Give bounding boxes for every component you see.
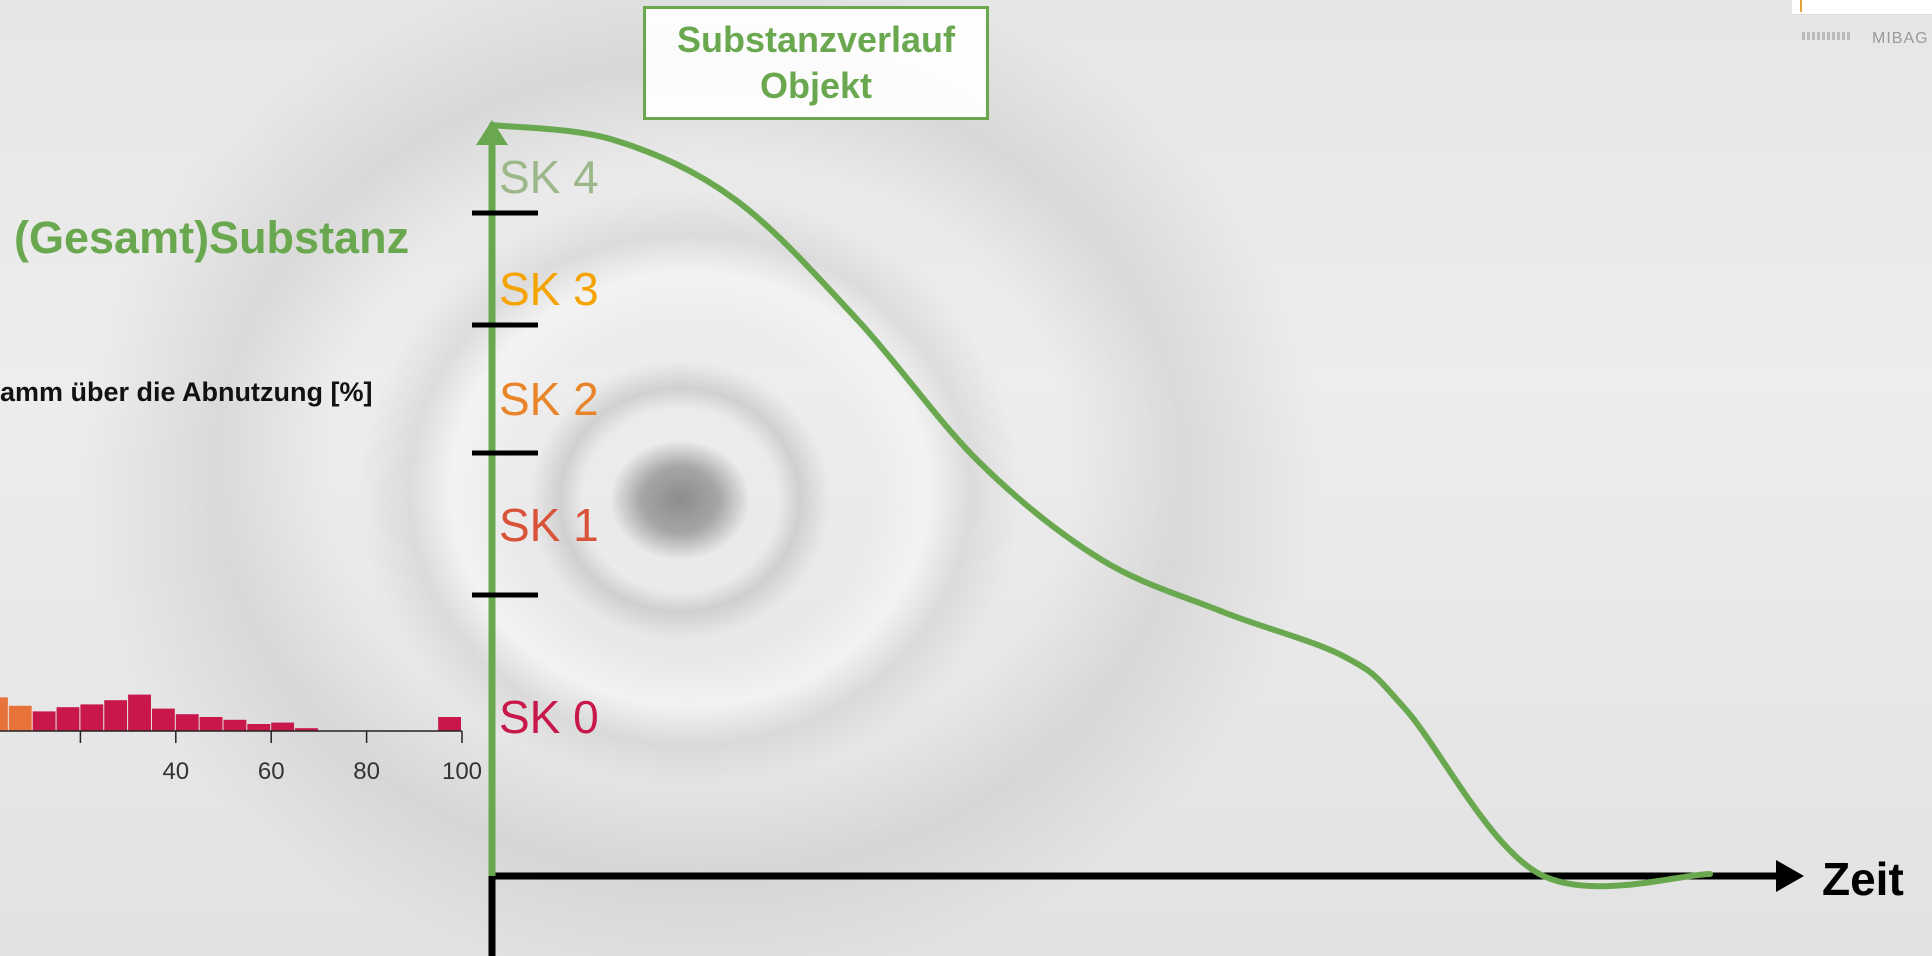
histogram-bar bbox=[0, 697, 8, 731]
histogram-tick-label: 80 bbox=[353, 758, 380, 785]
histogram-bar bbox=[199, 717, 223, 731]
chart-title-line-2: Objekt bbox=[759, 65, 873, 106]
histogram-bar bbox=[104, 700, 128, 731]
histogram-bar bbox=[151, 708, 175, 731]
histogram-tick-label: 40 bbox=[162, 758, 189, 785]
chart-title-box: Substanzverlauf Objekt bbox=[643, 6, 989, 120]
logo-small-text bbox=[1802, 32, 1852, 40]
histogram-bar bbox=[271, 722, 295, 731]
x-axis-label: Zeit bbox=[1822, 853, 1904, 905]
substance-curve-line bbox=[489, 122, 1713, 890]
histogram-bar bbox=[8, 705, 32, 731]
logo-bar bbox=[1792, 0, 1932, 15]
sk-label-0: SK 0 bbox=[499, 691, 599, 743]
histogram-bar bbox=[438, 717, 461, 731]
histogram-tick-label: 0 bbox=[0, 758, 1, 785]
histogram-bar bbox=[247, 724, 271, 731]
histogram-bar bbox=[295, 728, 318, 731]
sk-label-3: SK 3 bbox=[499, 263, 599, 315]
logo-mark bbox=[1800, 0, 1802, 12]
histogram-bar bbox=[175, 714, 199, 731]
histogram-tick-label: 60 bbox=[258, 758, 285, 785]
histogram: 0 40 60 80 100 bbox=[0, 694, 482, 785]
histogram-bar bbox=[80, 704, 104, 731]
substance-curve bbox=[489, 122, 1713, 890]
y-axis-label: (Gesamt)Substanz bbox=[14, 212, 410, 263]
y-axis-arrowhead bbox=[476, 120, 508, 145]
histogram-bar bbox=[56, 707, 80, 731]
partner-logo: MIBAG bbox=[1782, 0, 1932, 60]
logo-text: MIBAG bbox=[1872, 30, 1929, 47]
histogram-bar bbox=[128, 694, 151, 731]
histogram-bar bbox=[32, 711, 56, 731]
chart-title-line-1: Substanzverlauf bbox=[676, 19, 956, 60]
x-axis-arrowhead bbox=[1776, 860, 1804, 892]
histogram-title: amm über die Abnutzung [%] bbox=[0, 377, 373, 407]
axes bbox=[472, 120, 1804, 956]
sk-label-2: SK 2 bbox=[499, 373, 599, 425]
sk-label-4: SK 4 bbox=[499, 151, 599, 203]
sk-label-1: SK 1 bbox=[499, 499, 599, 551]
histogram-tick-label: 100 bbox=[442, 758, 482, 785]
histogram-bar bbox=[223, 719, 247, 731]
